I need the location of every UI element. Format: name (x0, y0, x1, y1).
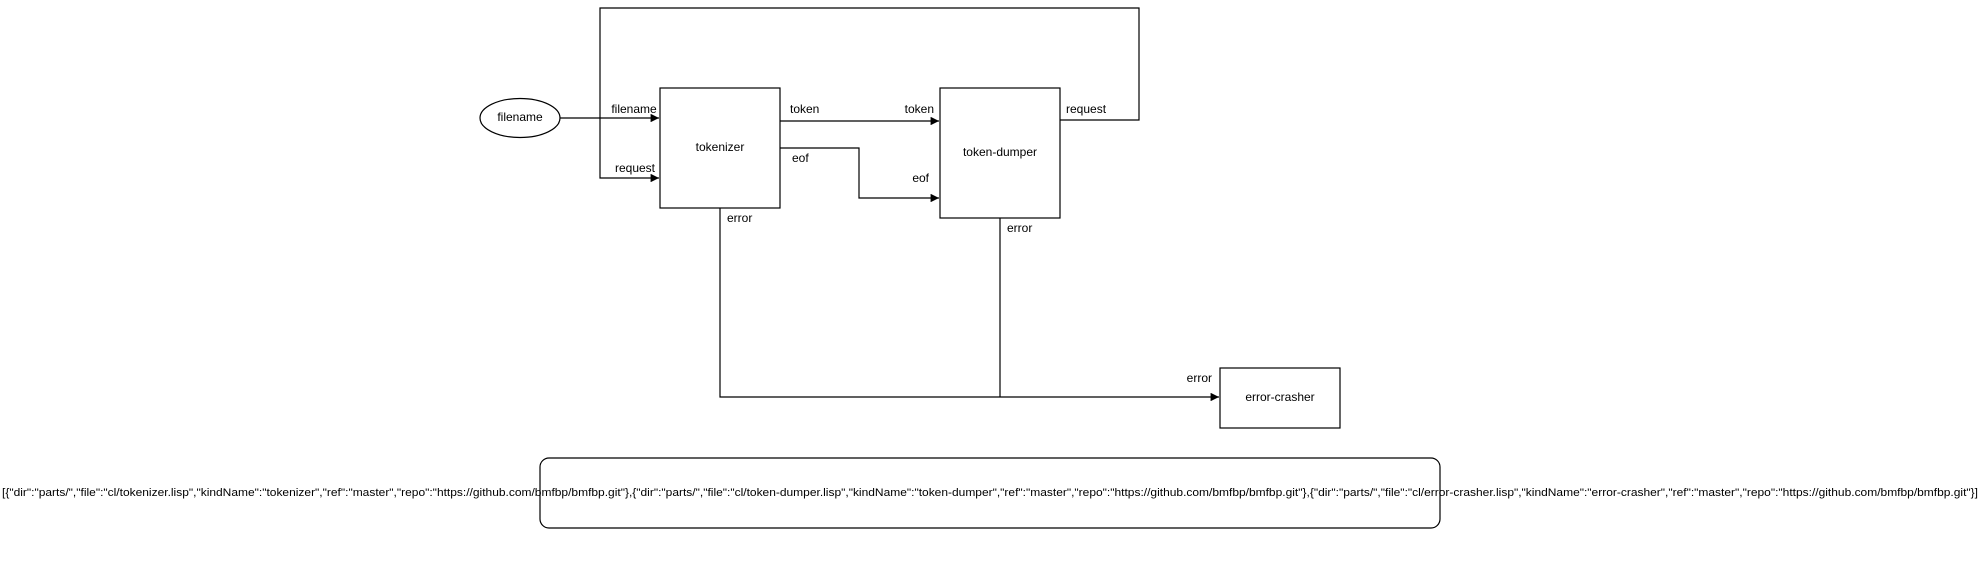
dumper-in-token-label: token (905, 102, 934, 116)
error-crasher-node[interactable]: error-crasher (1219, 367, 1341, 429)
error-crasher-box (1219, 367, 1341, 429)
parts-manifest[interactable]: [{"dir":"parts/","file":"cl/tokenizer.li… (2, 457, 1978, 529)
token-dumper-node[interactable]: token-dumper (939, 87, 1061, 219)
wire-tokenizer-error[interactable] (719, 208, 1219, 402)
tokenizer-node[interactable]: tokenizer (659, 87, 781, 209)
tokenizer-out-eof-label: eof (792, 151, 809, 165)
tokenizer-box (659, 87, 781, 209)
filename-input-node[interactable]: filename (479, 97, 561, 139)
crasher-in-error-label: error (1187, 371, 1212, 385)
tokenizer-out-token-label: token (790, 102, 819, 116)
dumper-out-request-label: request (1066, 102, 1107, 116)
filename-input-label: filename (497, 110, 543, 124)
token-dumper-label: token-dumper (963, 145, 1037, 159)
wire-eof[interactable] (780, 147, 939, 203)
tokenizer-in-filename-label: filename (611, 102, 657, 116)
token-dumper-box (939, 87, 1061, 219)
tokenizer-out-error-label: error (727, 211, 752, 225)
dumper-out-error-label: error (1007, 221, 1032, 235)
parts-manifest-box (539, 457, 1441, 529)
tokenizer-label: tokenizer (696, 140, 745, 154)
error-crasher-label: error-crasher (1245, 390, 1314, 404)
tokenizer-in-request-label: request (615, 161, 656, 175)
parts-manifest-text: [{"dir":"parts/","file":"cl/tokenizer.li… (2, 487, 1978, 499)
wire-request-feedback[interactable] (599, 7, 1140, 183)
dumper-in-eof-label: eof (912, 171, 929, 185)
filename-input-ellipse (479, 97, 561, 139)
